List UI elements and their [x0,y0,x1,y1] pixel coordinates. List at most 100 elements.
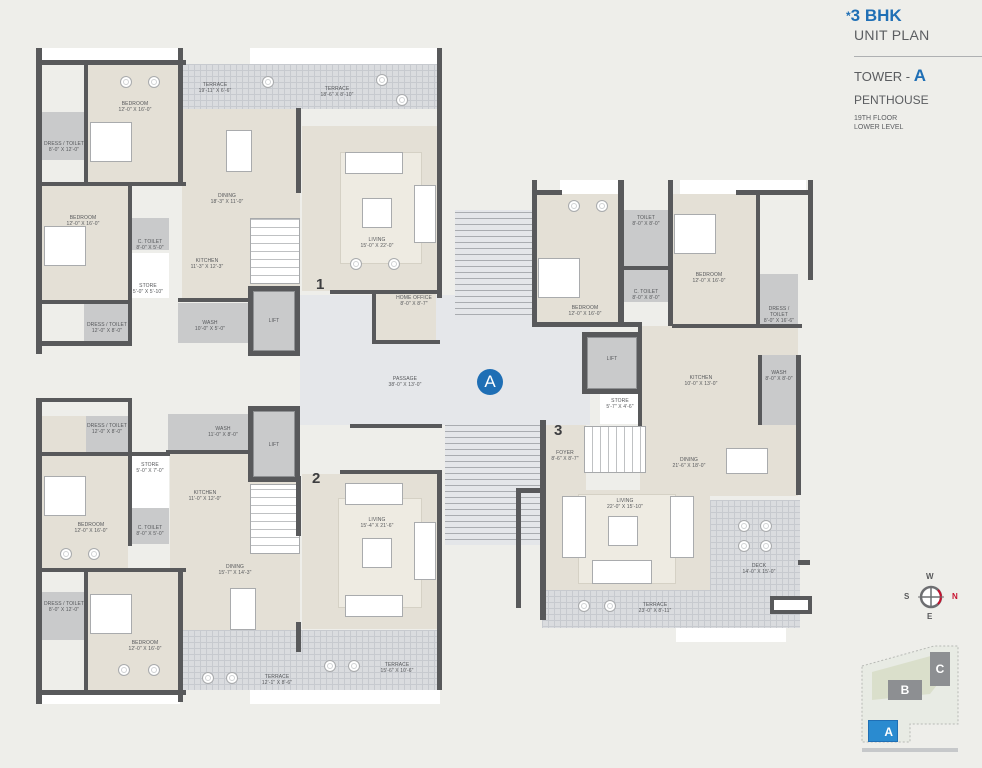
bhk-label: 3 BHK [850,6,902,25]
bed-icon [674,214,716,254]
wall [330,290,438,294]
room-label: STORE 5'-0" X 5'-10" [132,283,164,295]
tower-text: TOWER - [854,69,914,84]
room-label: WASH 11'-0" X 8'-0" [208,426,238,438]
chair-icon [388,258,400,270]
tower-label: TOWER - A [846,67,976,86]
chair-icon [60,548,72,560]
room-label: LIVING 15'-4" X 21'-6" [360,517,394,529]
wall [532,190,562,195]
room-label: C. TOILET 8'-0" X 5'-0" [136,239,164,251]
unit2-store [131,456,169,508]
wall [178,572,183,702]
unit1-store [131,253,169,298]
sofa-icon [414,185,436,243]
asterisk: * [846,9,851,23]
dining-table-icon [726,448,768,474]
unit-number-2: 2 [312,470,321,487]
room-label: C. TOILET 8'-0" X 8'-0" [632,289,660,301]
chair-icon [88,548,100,560]
unit1-dress-toilet-a [42,112,86,160]
tower-marker: A [477,369,503,395]
unit3-foyer [546,425,586,495]
room-label: TERRACE 12'-1" X 8'-6" [261,674,293,686]
unit3-balcony-bottom [676,628,786,642]
unit3-c-toilet [624,270,668,302]
unit1-dress-toilet-b [84,304,128,342]
wall [437,48,442,298]
chair-icon [120,76,132,88]
room-label: TERRACE 23'-0" X 8'-11" [638,602,672,614]
compass: W S N E [898,572,968,622]
bed-icon [90,122,132,162]
unit3-store [600,392,642,424]
wall [350,424,442,428]
tower-letter: A [913,66,926,85]
wall [532,180,537,326]
room-label: BEDROOM 12'-0" X 16'-0" [568,305,602,317]
unit3-internal-stairs [584,426,646,473]
wall [36,60,186,65]
level-label: LOWER LEVEL [854,124,904,131]
room-label: LIVING 22'-0" X 15'-10" [607,498,643,510]
wall [36,48,42,354]
room-label: DRESS / TOILET 8'-0" X 12'-0" [43,601,85,613]
passage-label: PASSAGE 38'-0" X 13'-0" [388,376,422,388]
unit1-internal-stairs [250,218,300,284]
room-label: TERRACE 15'-6" X 10'-6" [380,662,414,674]
wall [128,398,132,546]
sofa-icon [345,595,403,617]
wall [296,108,301,193]
unit3-toilet [624,210,668,266]
sofa-icon [345,152,403,174]
dining-table-icon [226,130,252,172]
wall [178,298,248,302]
chair-icon [118,664,130,676]
wall [36,398,42,704]
chair-icon [596,200,608,212]
chair-icon [738,520,750,532]
header-divider [854,56,982,57]
room-label: KITCHEN 10'-0" X 13'-0" [684,375,718,387]
room-label: C. TOILET 8'-0" X 5'-0" [136,525,164,537]
unit3-dress-toilet [760,274,798,326]
coffee-table-icon [608,516,638,546]
wall [516,488,521,608]
wall [36,452,170,456]
sofa-icon [345,483,403,505]
wall [36,182,186,186]
wall [770,596,812,614]
key-plan-tower-a: A [868,720,898,742]
bed-icon [44,226,86,266]
unit2-c-toilet [131,508,169,544]
wall [756,194,760,328]
key-plan: B C A [858,642,964,752]
compass-north: N [952,592,958,601]
wall [296,476,301,536]
unit2-balcony-bottom2 [250,690,440,704]
sofa-icon [562,496,586,558]
chair-icon [350,258,362,270]
unit1-c-toilet [131,218,169,250]
unit1-wash [178,303,248,343]
wall [668,180,673,326]
wall [372,340,440,344]
compass-rose-icon [918,585,944,609]
room-label: BEDROOM 12'-0" X 16'-0" [128,640,162,652]
unit2-dress-toilet-a-wet [86,416,128,454]
wall [808,180,813,280]
wall [540,420,546,620]
unit2-wash [168,414,248,452]
lift-label: LIFT [268,318,280,324]
chair-icon [148,76,160,88]
room-label: DRESS / TOILET 8'-0" X 16'-6" [763,306,795,324]
unit-number-1: 1 [316,276,325,293]
unit3-terrace [542,590,710,628]
chair-icon [376,74,388,86]
wall [36,300,131,304]
sofa-icon [414,522,436,580]
chair-icon [348,660,360,672]
unit2-lift [248,406,300,482]
wall [166,450,250,454]
bhk-title: *3 BHK [846,6,976,26]
